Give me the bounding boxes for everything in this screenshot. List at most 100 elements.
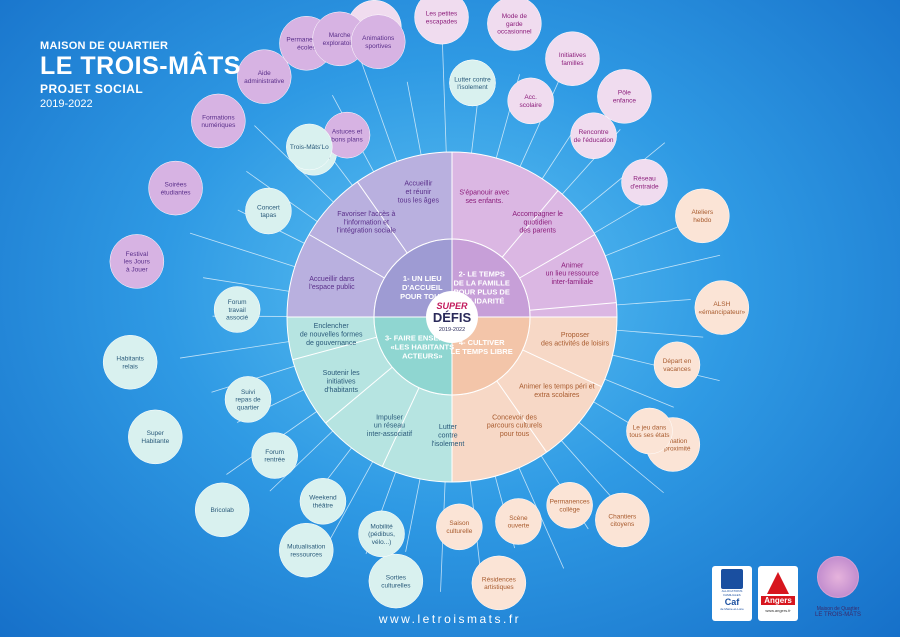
action-bubble[interactable] — [358, 510, 405, 558]
connector-line — [601, 328, 704, 338]
objective-8-line: Animer les temps péri et — [519, 384, 595, 391]
action-bubble[interactable] — [109, 234, 165, 289]
action-bubble[interactable] — [621, 158, 668, 206]
connector-line — [591, 223, 687, 262]
action-bubble[interactable] — [213, 286, 261, 333]
action-label-line: Ateliers — [691, 209, 713, 216]
action-label-line: Mutualisation — [287, 544, 326, 551]
axis-sector-3 — [373, 316, 453, 396]
action-bubble[interactable] — [653, 341, 701, 389]
connector-line — [189, 232, 310, 272]
connector-line — [203, 277, 304, 294]
axis-title-2-line: POUR PLUS DE — [454, 287, 510, 296]
action-bubble[interactable] — [191, 93, 246, 149]
action-bubble[interactable] — [471, 555, 527, 611]
caf-logo-line4: de Maine-et-Loire — [720, 607, 744, 611]
website-link[interactable]: www.letroismats.fr — [378, 612, 522, 626]
action-bubble[interactable] — [245, 187, 292, 235]
action-bubble[interactable] — [595, 492, 650, 548]
objective-divider — [356, 181, 408, 254]
action-label-line: Animations — [362, 35, 395, 42]
action-label-line: Concert — [257, 204, 280, 211]
action-label-line: étudiantes — [161, 189, 192, 196]
action-bubble[interactable] — [299, 478, 347, 525]
action-bubble[interactable] — [449, 59, 496, 107]
action-bubble[interactable] — [597, 69, 652, 124]
action-bubble[interactable] — [507, 77, 554, 125]
action-bubble[interactable] — [495, 498, 542, 545]
action-label-line: de l'éducation — [574, 137, 614, 144]
action-bubble[interactable] — [279, 522, 334, 578]
action-label-line: Chantiers — [608, 513, 637, 520]
connector-line — [598, 254, 721, 284]
axis-title-2-line: DE LA FAMILLE — [454, 278, 510, 287]
action-label-line: les Jours — [124, 259, 151, 266]
action-bubble[interactable] — [350, 14, 406, 69]
objective-13-line: Enclencher — [314, 323, 350, 330]
action-bubble[interactable] — [251, 432, 298, 479]
action-bubble[interactable] — [487, 0, 542, 51]
action-label-line: relais — [122, 363, 138, 370]
action-label-line: Le jeu dans — [633, 424, 667, 431]
action-label-line: citoyens — [610, 521, 635, 528]
action-bubble[interactable] — [546, 482, 593, 529]
action-label-line: Super — [147, 430, 165, 437]
action-label-line: bons plans — [331, 136, 363, 143]
axis-sector-4 — [451, 316, 531, 396]
action-bubble[interactable] — [414, 0, 469, 45]
action-label-line: Saison — [449, 520, 469, 527]
action-label-line: Mode de — [502, 13, 528, 20]
action-bubble[interactable] — [236, 49, 292, 104]
action-label-line: Astuces et — [332, 129, 363, 136]
action-bubble[interactable] — [286, 123, 333, 171]
objective-11-line: un réseau — [374, 423, 405, 430]
caf-logo-line1: ALLOCATIONS — [721, 589, 743, 593]
action-bubble[interactable] — [626, 407, 673, 455]
action-label-line: Weekend — [309, 495, 337, 502]
center-years: 2019-2022 — [439, 327, 465, 333]
action-bubble[interactable] — [436, 503, 483, 551]
objective-6-line: un lieu ressource — [546, 271, 599, 278]
action-label-line: tous ses états — [629, 432, 670, 439]
action-label-line: hebdo — [693, 217, 711, 224]
action-bubble[interactable] — [675, 188, 730, 244]
action-label-line: Acc. — [524, 94, 537, 101]
action-bubble[interactable] — [368, 553, 424, 609]
action-bubble[interactable] — [224, 376, 272, 423]
connector-line — [269, 420, 344, 492]
action-bubble[interactable] — [128, 409, 183, 465]
action-bubble[interactable] — [148, 160, 203, 216]
axis-title-1-line: D'ACCUEIL — [402, 283, 443, 292]
axis-title-3-line: 3- FAIRE ENSEMBLE — [385, 333, 460, 342]
action-bubble[interactable] — [694, 280, 750, 335]
objective-1-line: Accueillir dans — [309, 276, 355, 283]
action-bubble[interactable] — [545, 31, 600, 86]
action-bubble[interactable] — [570, 112, 617, 160]
axis-title-4-line: 4- CULTIVER — [459, 338, 505, 347]
objective-8-line: extra scolaires — [534, 392, 580, 399]
action-bubble[interactable] — [102, 334, 158, 390]
action-bubble[interactable] — [194, 482, 250, 538]
center-word1: SUPER — [436, 301, 468, 311]
action-label-line: Résidences — [482, 576, 517, 583]
action-label-line: Forum — [265, 449, 284, 456]
objective-7-line: Proposer — [561, 332, 590, 339]
